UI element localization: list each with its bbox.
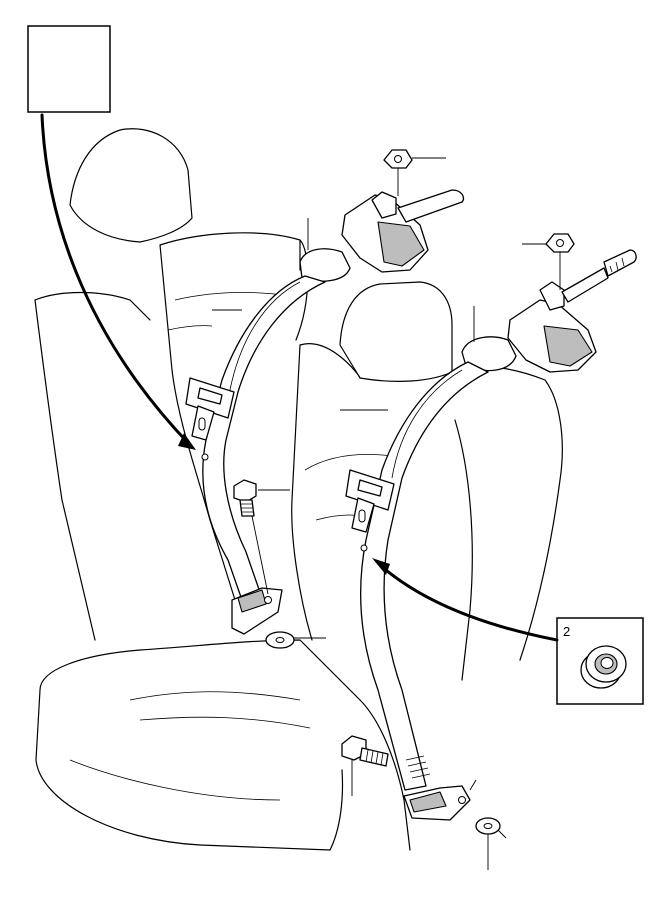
left-washer bbox=[265, 631, 326, 649]
empty-callout bbox=[27, 25, 196, 450]
right-backrest bbox=[291, 343, 563, 661]
rear-seat bbox=[34, 128, 563, 851]
left-belt-webbing bbox=[202, 275, 326, 601]
left-retractor bbox=[341, 149, 465, 273]
spacer-icon bbox=[580, 645, 627, 689]
right-seatbelt-assembly bbox=[340, 233, 637, 870]
right-belt-webbing bbox=[360, 361, 489, 791]
spacer-callout: 2 bbox=[372, 558, 644, 705]
right-washer bbox=[475, 817, 507, 870]
right-backrest-side bbox=[454, 419, 473, 681]
right-retractor bbox=[507, 233, 637, 373]
cushion-front-edge bbox=[359, 699, 411, 851]
left-seatbelt-assembly bbox=[185, 149, 465, 649]
callout-number: 2 bbox=[563, 624, 570, 639]
left-anchor-bolt bbox=[233, 479, 290, 595]
right-anchor-bolt bbox=[341, 735, 389, 796]
seat-cushion bbox=[35, 639, 361, 851]
left-headrest bbox=[69, 128, 193, 243]
seat-left-side bbox=[34, 291, 151, 641]
right-headrest bbox=[339, 281, 453, 382]
